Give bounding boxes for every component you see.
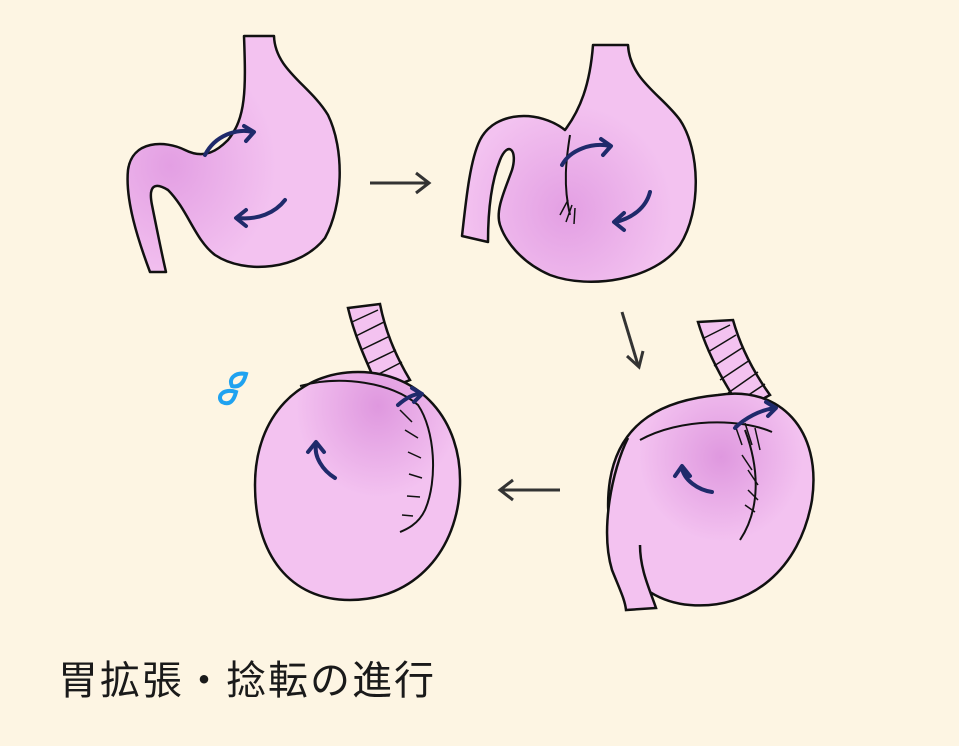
diagram-caption: 胃拡張・捻転の進行	[58, 648, 436, 706]
stomach-body	[128, 36, 340, 272]
stage-2-twisting	[462, 45, 696, 282]
step-arrow-icon	[370, 173, 429, 193]
stage-1-normal	[128, 36, 340, 272]
stomach-body	[462, 45, 696, 282]
stage-4-full-distension	[220, 304, 460, 600]
sweat-drop-icon	[220, 374, 246, 404]
stomach-body	[255, 372, 460, 600]
step-arrow-icon	[622, 312, 643, 367]
step-arrow-icon	[500, 480, 560, 500]
